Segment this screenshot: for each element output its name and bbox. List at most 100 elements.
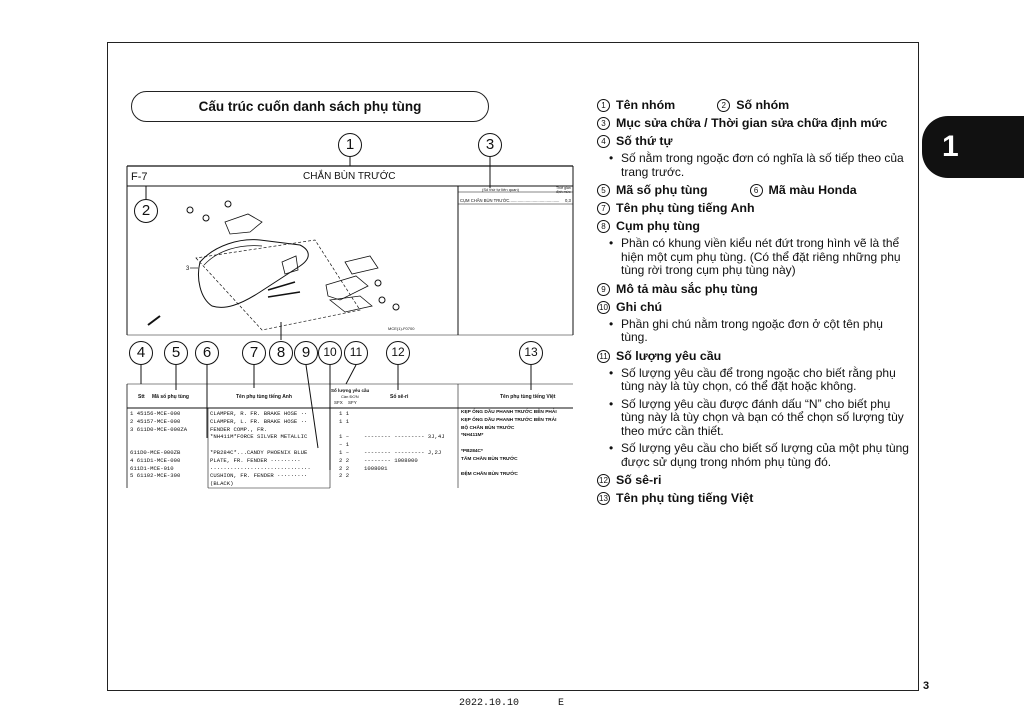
page-frame: [107, 42, 919, 691]
legend-heading-text: Số sê-ri: [616, 473, 662, 487]
row-serial: 1008001: [364, 464, 388, 472]
legend-bullet-text: Số lượng yêu cầu để trong ngoặc cho biết…: [621, 365, 896, 393]
legend-number: 2: [717, 99, 731, 112]
legend-heading-text: Tên nhóm: [616, 98, 676, 112]
callout-12: 12: [386, 341, 410, 365]
page-number: 3: [923, 680, 930, 692]
legend-heading-text: Số thứ tự: [616, 134, 673, 148]
legend-heading-text: Cụm phụ tùng: [616, 219, 700, 233]
legend-heading-pair: 1 Tên nhóm 2 Số nhóm: [597, 98, 912, 113]
bullet-dot: •: [609, 396, 614, 411]
legend-number: 10: [597, 300, 610, 314]
legend-number: 1: [597, 99, 610, 112]
callout-1: 1: [338, 133, 362, 157]
row-code: 5 61102-MCE-300: [130, 472, 181, 480]
legend-list: 1 Tên nhóm 2 Số nhóm 3 Mục sửa chữa / Thời gi…: [597, 98, 912, 509]
row-code: 611D1-MCE-010: [130, 464, 174, 472]
legend-number: 8: [597, 220, 610, 233]
callout-10: 10: [318, 341, 342, 365]
callout-5: 5: [164, 341, 188, 365]
row-code: 1 45156-MCE-000: [130, 410, 181, 417]
bullet-dot: •: [609, 236, 614, 250]
legend-heading-text: Số lượng yêu cầu: [616, 348, 722, 363]
legend-heading-text: Số nhóm: [736, 98, 790, 112]
callout-7: 7: [242, 341, 266, 365]
th-english: Tên phụ tùng tiếng Anh: [236, 394, 292, 400]
legend-number: 6: [749, 184, 763, 197]
legend-number: 3: [597, 117, 610, 130]
legend-heading-text: Mục sửa chữa / Thời gian sửa chữa định m…: [616, 116, 888, 130]
row-english-name: CLAMPER, L. FR. BRAKE HOSE ··: [210, 417, 308, 425]
legend-bullet: • Phần có khung viền kiểu nét đứt trong h…: [597, 236, 912, 278]
figure-code: MCE(1)-F0700: [388, 326, 415, 331]
row-english-name: CLAMPER, R. FR. BRAKE HOSE ··: [210, 410, 308, 417]
legend-heading-text: Mô tả màu sắc phụ tùng: [616, 281, 758, 296]
legend-heading: 9 Mô tả màu sắc phụ tùng: [597, 282, 912, 297]
callout-8: 8: [269, 341, 293, 365]
group-name: CHẮN BÙN TRƯỚC: [303, 171, 396, 182]
row-code: 611D0-MCE-000ZB: [130, 449, 181, 456]
legend-bullet: • Số lượng yêu cầu để trong ngoặc cho biế…: [597, 365, 912, 394]
legend-number: 5: [597, 184, 610, 197]
legend-bullet-text: Số lượng yêu cầu cho biết số lượng của m…: [621, 441, 909, 469]
footer-date: 2022.10.10: [459, 698, 520, 709]
row-quantity: 1 –: [339, 449, 350, 456]
section-title: Cấu trúc cuốn danh sách phụ tùng: [131, 91, 489, 122]
legend-number: 7: [597, 202, 610, 215]
row-vietnamese-name: *NH411M*: [461, 433, 484, 439]
legend-heading-text: Tên phụ tùng tiếng Anh: [616, 201, 755, 215]
row-english-name: FENDER COMP., FR.: [210, 425, 268, 433]
row-vietnamese-name: *PB284C*: [461, 449, 483, 454]
row-quantity: 2 2: [339, 472, 350, 480]
legend-heading: 11 Số lượng yêu cầu: [597, 349, 912, 364]
legend-bullet: •Phần ghi chú nằm trong ngoặc đơn ở cột …: [597, 317, 912, 345]
bullet-dot: •: [609, 441, 614, 455]
row-english-name: ······························: [210, 464, 311, 472]
legend-heading: 12 Số sê-ri: [597, 473, 912, 488]
legend-heading-text: Mã màu Honda: [768, 183, 857, 197]
legend-bullet: • Số lượng yêu cầu được đánh dấu “N” cho …: [597, 396, 912, 439]
callout-11: 11: [344, 341, 368, 365]
row-english-name: *NH411M*FORCE SILVER METALLIC: [210, 433, 308, 441]
legend-bullet-text: Số lượng yêu cầu được đánh dấu “N” cho b…: [621, 396, 904, 438]
legend-bullet-text: Phần có khung viền kiểu nét đứt trong hì…: [621, 236, 901, 277]
callout-6: 6: [195, 341, 219, 365]
legend-number: 4: [597, 135, 610, 148]
callout-4: 4: [129, 341, 153, 365]
row-quantity: 2 2: [339, 456, 350, 464]
legend-heading-text: Mã số phụ tùng: [616, 183, 708, 197]
th-vietnamese: Tên phụ tùng tiếng Việt: [500, 394, 556, 400]
legend-heading: 7 Tên phụ tùng tiếng Anh: [597, 201, 912, 216]
bullet-dot: •: [609, 365, 614, 380]
legend-number: 9: [597, 282, 610, 296]
footer-code: E: [558, 698, 565, 709]
th-sfx: SFX: [334, 400, 343, 405]
legend-number: 13: [597, 492, 610, 505]
callout-3: 3: [478, 133, 502, 157]
legend-heading-pair: 5 Mã số phụ tùng 6 Mã màu Honda: [597, 183, 912, 198]
row-serial: -------- --------- 3J,4J: [364, 433, 445, 441]
row-vietnamese-name: BỘ CHẮN BÙN TRƯỚC: [461, 425, 515, 431]
th-qty: Số lượng yêu cầu: [331, 388, 370, 393]
row-vietnamese-name: ĐỆM CHẮN BÙN TRƯỚC: [461, 472, 518, 478]
legend-bullet-text: Số nằm trong ngoặc đơn có nghĩa là số ti…: [621, 151, 904, 179]
row-english-name: (BLACK): [210, 480, 234, 488]
callout-9: 9: [294, 341, 318, 365]
ref-header: (Số thứ tự liên quan): [482, 187, 519, 192]
bullet-dot: •: [609, 151, 614, 165]
row-code: 3 611D0-MCE-000ZA: [130, 425, 188, 433]
th-serial: Số sê-ri: [390, 394, 409, 400]
group-number: F-7: [131, 171, 148, 183]
legend-bullet: • Số nằm trong ngoặc đơn có nghĩa là số t…: [597, 151, 912, 179]
row-vietnamese-name: KẸP ỐNG DẦU PHANH TRƯỚC BÊN PHẢI: [461, 410, 557, 415]
row-serial: -------- 1008000: [364, 456, 418, 464]
row-code: 4 611D1-MCE-000: [130, 456, 181, 464]
legend-number: 11: [597, 349, 610, 363]
legend-heading: 3 Mục sửa chữa / Thời gian sửa chữa định …: [597, 116, 912, 131]
row-code: 2 45157-MCE-000: [130, 417, 181, 425]
part-ref-3: 3: [186, 266, 190, 272]
legend-number: 12: [597, 474, 610, 487]
legend-heading: 4 Số thứ tự: [597, 134, 912, 149]
